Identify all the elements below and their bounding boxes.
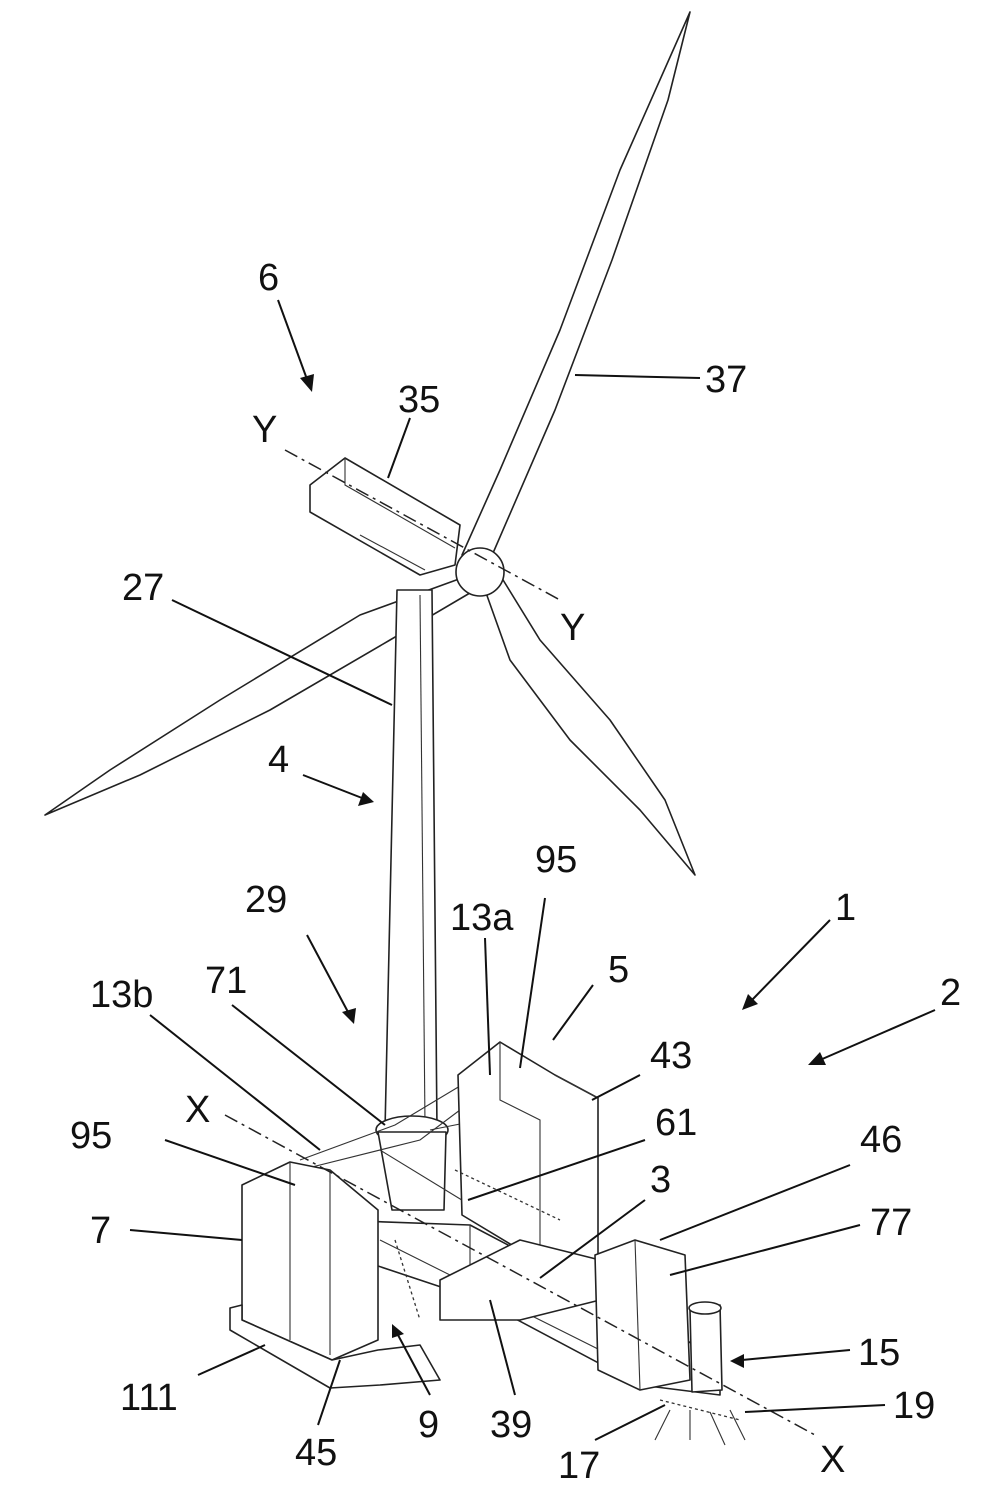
label-4: 4 — [268, 739, 289, 781]
tower — [376, 590, 448, 1210]
label-61: 61 — [655, 1102, 697, 1144]
column-46 — [595, 1240, 690, 1390]
label-17: 17 — [558, 1445, 600, 1487]
label-15: 15 — [858, 1332, 900, 1374]
label-2: 2 — [940, 972, 961, 1014]
label-x-left: X — [185, 1089, 210, 1131]
label-29: 29 — [245, 879, 287, 921]
label-y-bottom: Y — [560, 607, 585, 649]
blade-lower-right — [485, 575, 695, 875]
label-9: 9 — [418, 1404, 439, 1446]
label-77: 77 — [870, 1202, 912, 1244]
label-7: 7 — [90, 1210, 111, 1252]
label-37: 37 — [705, 359, 747, 401]
label-13a: 13a — [450, 897, 514, 939]
label-6: 6 — [258, 257, 279, 299]
label-95-left: 95 — [70, 1115, 112, 1157]
label-111: 111 — [120, 1377, 178, 1419]
label-3: 3 — [650, 1159, 671, 1201]
label-95-right: 95 — [535, 839, 577, 881]
label-5: 5 — [608, 949, 629, 991]
label-1: 1 — [835, 887, 856, 929]
label-27: 27 — [122, 567, 164, 609]
label-43: 43 — [650, 1035, 692, 1077]
label-13b: 13b — [90, 974, 153, 1016]
label-39: 39 — [490, 1404, 532, 1446]
turbine-rotor — [45, 12, 695, 875]
label-x-right: X — [820, 1439, 845, 1481]
blade-upper — [462, 12, 690, 560]
label-y-top: Y — [252, 409, 277, 451]
label-35: 35 — [398, 379, 440, 421]
rotor-hub — [456, 548, 504, 596]
nacelle — [310, 458, 460, 575]
label-46: 46 — [860, 1119, 902, 1161]
label-19: 19 — [893, 1385, 935, 1427]
label-45: 45 — [295, 1432, 337, 1474]
label-71: 71 — [205, 960, 247, 1002]
